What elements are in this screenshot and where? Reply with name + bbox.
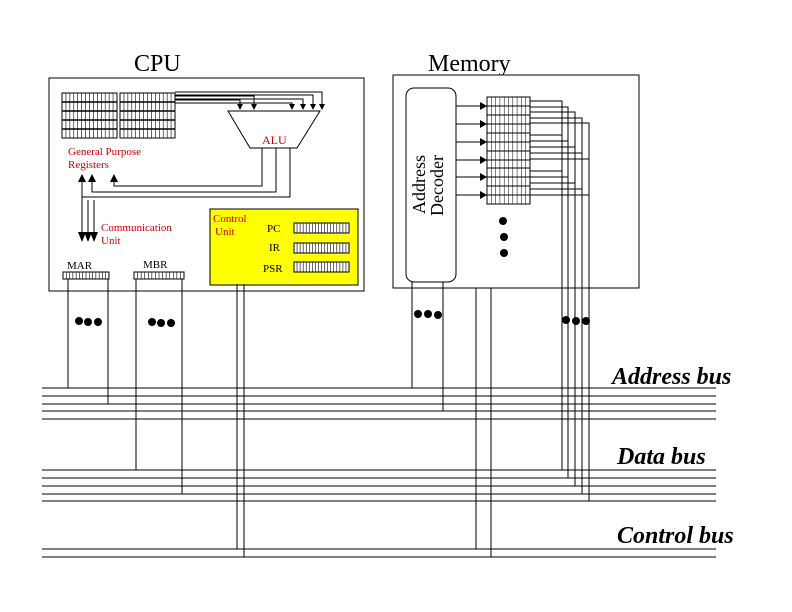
memory-bus-wires [411,282,492,557]
address-bus-label: Address bus [610,364,731,390]
gpr-label-line2: Registers [68,159,109,171]
address-decoder-label-line2: Decoder [427,155,447,216]
ir-register [293,242,350,254]
mar-label: MAR [67,260,93,272]
mbr-register [133,271,185,280]
alu-feedback-wires [81,148,291,198]
gpr-label-line1: General Purpose [68,146,141,158]
address-decoder-label-line1: Address [409,155,429,214]
pc-label: PC [267,223,280,235]
address-decoder-box [405,87,457,283]
psr-label: PSR [263,263,283,275]
memory-title: Memory [428,51,511,77]
data-bus-label: Data bus [616,444,706,470]
control-bus-label: Control bus [617,523,734,549]
comm-unit-label-line2: Unit [101,235,121,247]
control-unit-label-line1: Control [213,213,247,225]
cpu-ellipsis-dots [75,317,175,327]
bus-lines [42,387,716,558]
register-to-alu-arrowheads [237,104,325,110]
decoder-arrowheads [480,102,487,199]
alu-shape [227,110,321,149]
pc-register [293,222,350,234]
memory-cell-wires [530,100,590,501]
cpu-bus-wires [67,279,245,557]
mar-register [62,271,110,280]
communication-unit-wires [81,197,95,236]
memory-cells [486,96,531,205]
cpu-title: CPU [134,51,181,77]
register-bank-right [119,92,176,139]
mbr-label: MBR [143,259,168,271]
communication-unit-arrowheads [78,232,98,242]
ir-label: IR [269,242,281,254]
psr-register [293,261,350,273]
gpr-input-arrowheads [78,174,118,182]
comm-unit-label-line1: Communication [101,222,172,234]
alu-label: ALU [262,133,287,147]
decoder-to-memory-wires [456,105,482,196]
control-unit-label-line2: Unit [215,226,235,238]
register-bank-left [61,92,118,139]
memory-ellipsis-dots [414,217,590,325]
